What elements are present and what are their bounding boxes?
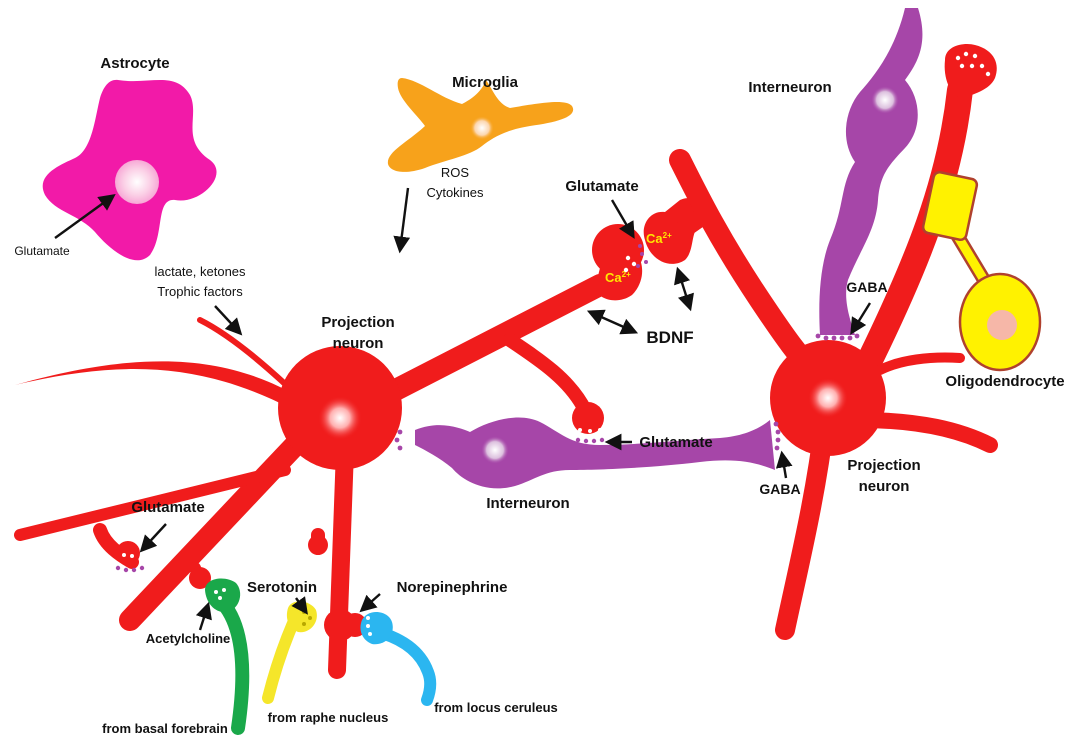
glutamate-vesicles-left [115,565,145,573]
glutamate-mid-label: Glutamate [639,434,712,451]
norepinephrine-label: Norepinephrine [397,579,508,596]
microglia-label: Microglia [452,74,519,91]
astrocyte-cell [42,79,217,261]
oligodendrocyte-label: Oligodendrocyte [945,373,1064,390]
glutamate-top-arrow [610,199,635,239]
norepinephrine-arrow [359,593,381,613]
glutamate-vesicles-mid [575,437,605,444]
microglia-output-arrow [393,187,411,254]
acetylcholine-label: Acetylcholine [146,631,231,646]
projection-neuron-right [669,43,998,640]
bdnf-label: BDNF [646,328,693,347]
gaba-right-label: GABA [759,481,800,497]
gaba-top-arrow [850,302,872,335]
projection-neuron-left [14,274,611,679]
projection-neuron-right-nucleus [808,378,848,418]
serotonin-label: Serotonin [247,579,317,596]
synapse-bouton-left: Ca2+ [592,224,644,301]
bdnf-arrow-up [674,266,694,312]
from-locus-ceruleus-label: from locus ceruleus [434,700,558,715]
calcium-right-label: Ca2+ [646,231,672,246]
glutamate-top-label: Glutamate [565,178,638,195]
projection-left-label-2: neuron [333,335,384,352]
glutamate-to-astrocyte-arrow [54,194,116,239]
glutamate-left-label: Glutamate [131,499,204,516]
from-raphe-nucleus-label: from raphe nucleus [268,710,389,725]
bdnf-arrow-left [586,309,639,335]
glutamate-vesicles-top [636,244,648,268]
astrocyte-label: Astrocyte [100,55,169,72]
from-basal-forebrain-label: from basal forebrain [102,721,228,736]
oligodendrocyte-cell [921,170,1042,372]
projection-right-label-2: neuron [859,478,910,495]
glutamate-left-arrow [139,523,167,553]
trophic-factors-label: Trophic factors [157,284,243,299]
noradrenergic-terminal [360,611,437,706]
projection-left-label-1: Projection [321,314,394,331]
gaba-right-arrow [775,450,793,479]
projection-right-label-1: Projection [847,457,920,474]
ros-label: ROS [441,165,470,180]
interneuron-top-cell [819,8,923,335]
cytokines-label: Cytokines [426,185,484,200]
interneuron-bottom-label: Interneuron [486,495,569,512]
serotonergic-terminal [262,601,317,704]
interneuron-top-label: Interneuron [748,79,831,96]
calcium-left-label: Ca2+ [605,270,631,285]
lactate-ketones-label: lactate, ketones [154,264,246,279]
projection-neuron-left-nucleus [318,396,362,440]
acetylcholine-arrow [195,601,212,631]
axon-terminal-vesicles [955,51,991,77]
gaba-vesicles-bottom [394,421,781,451]
cholinergic-terminal [205,578,250,735]
astrocyte-support-arrow [214,305,243,336]
microglia-cell [387,78,574,172]
interneuron-bottom-cell [415,417,775,489]
glutamate-astrocyte-label: Glutamate [14,244,70,258]
serotonin-arrow [291,596,308,615]
gaba-top-label: GABA [846,279,887,295]
